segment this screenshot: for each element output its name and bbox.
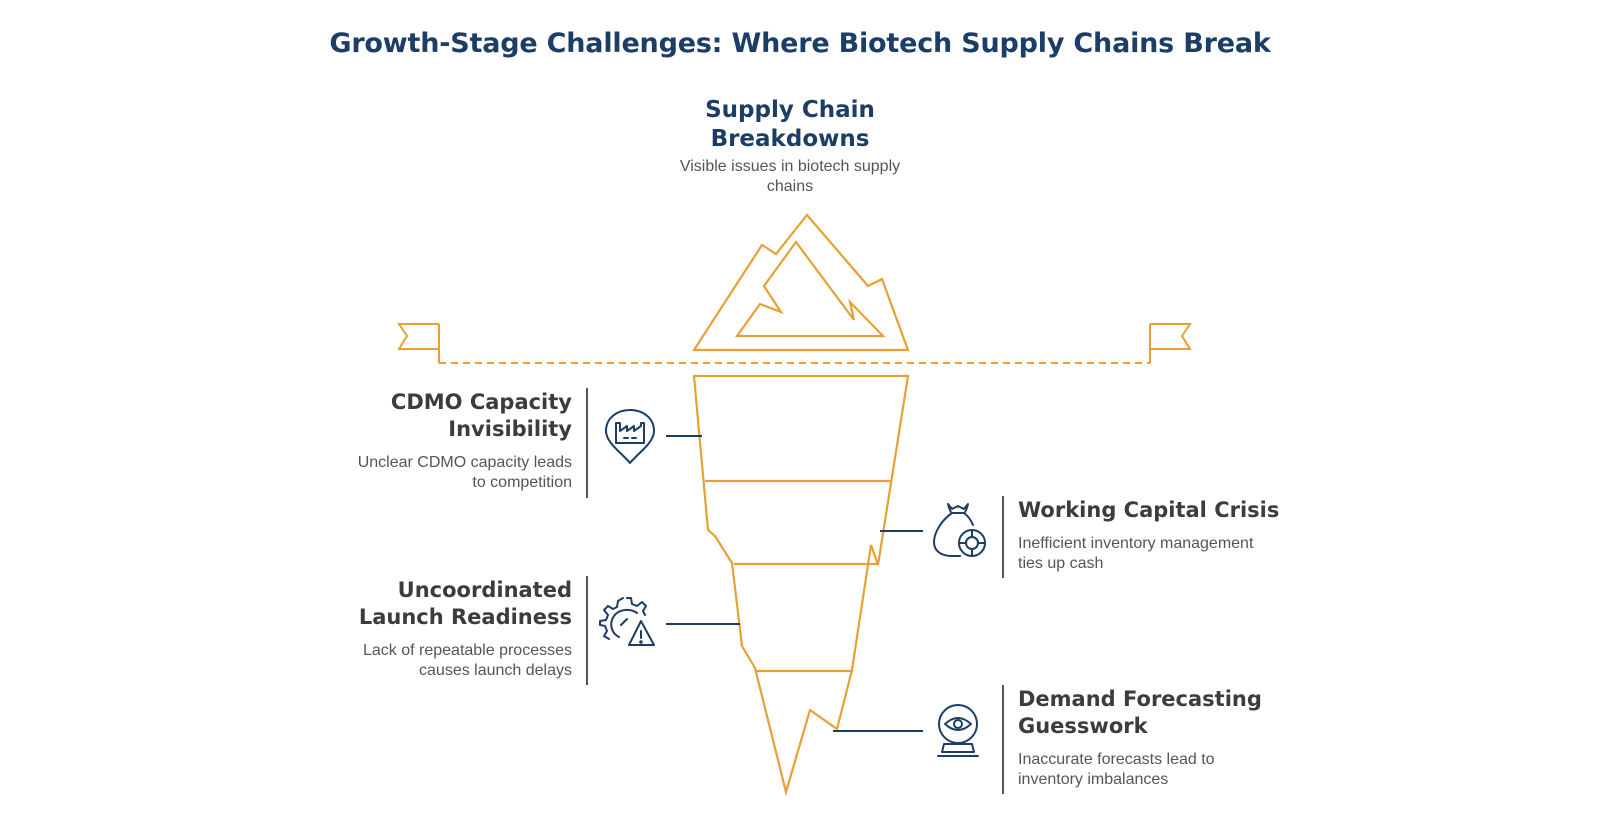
challenge-working-capital-title: Working Capital Crisis [1018, 498, 1280, 522]
challenge-cdmo-title-line1: CDMO Capacity [390, 390, 572, 414]
top-section-title: Supply Chain Breakdowns [640, 96, 940, 154]
factory-location-pin-icon [605, 409, 655, 464]
top-title-line1: Supply Chain [705, 97, 875, 123]
challenge-cdmo: CDMO Capacity Invisibility Unclear CDMO … [300, 389, 572, 493]
challenge-forecasting: Demand Forecasting Guesswork Inaccurate … [1018, 686, 1308, 790]
challenge-working-capital-description: Inefficient inventory management ties up… [1018, 535, 1254, 572]
challenge-cdmo-title: CDMO Capacity Invisibility [300, 389, 572, 443]
challenge-launch-title: Uncoordinated Launch Readiness [300, 577, 572, 631]
challenge-launch: Uncoordinated Launch Readiness Lack of r… [300, 577, 572, 681]
money-bag-coin-icon [933, 503, 986, 557]
crystal-ball-eye-icon [937, 704, 979, 757]
challenge-cdmo-title-line2: Invisibility [448, 417, 572, 441]
challenge-forecasting-title-line2: Guesswork [1018, 714, 1148, 738]
challenge-working-capital: Working Capital Crisis Inefficient inven… [1018, 497, 1308, 574]
top-title-line2: Breakdowns [710, 126, 870, 152]
challenge-launch-title-line1: Uncoordinated [397, 578, 572, 602]
challenge-forecasting-description: Inaccurate forecasts lead to inventory i… [1018, 751, 1215, 788]
page-title: Growth-Stage Challenges: Where Biotech S… [329, 28, 1271, 59]
challenge-launch-title-line2: Launch Readiness [358, 605, 572, 629]
challenge-cdmo-description: Unclear CDMO capacity leads to competiti… [357, 454, 572, 491]
iceberg-tip-inner [734, 240, 886, 338]
challenge-launch-description: Lack of repeatable processes causes laun… [362, 642, 572, 679]
iceberg-underwater-body [692, 374, 910, 797]
challenge-forecasting-title: Demand Forecasting Guesswork [1018, 686, 1308, 740]
challenge-forecasting-title-line1: Demand Forecasting [1018, 687, 1262, 711]
top-section-description: Visible issues in biotech supply chains [679, 158, 901, 195]
gear-warning-icon [599, 597, 655, 646]
right-flag [1150, 323, 1192, 350]
left-flag [397, 323, 439, 350]
iceberg-tip-outer [691, 213, 910, 352]
